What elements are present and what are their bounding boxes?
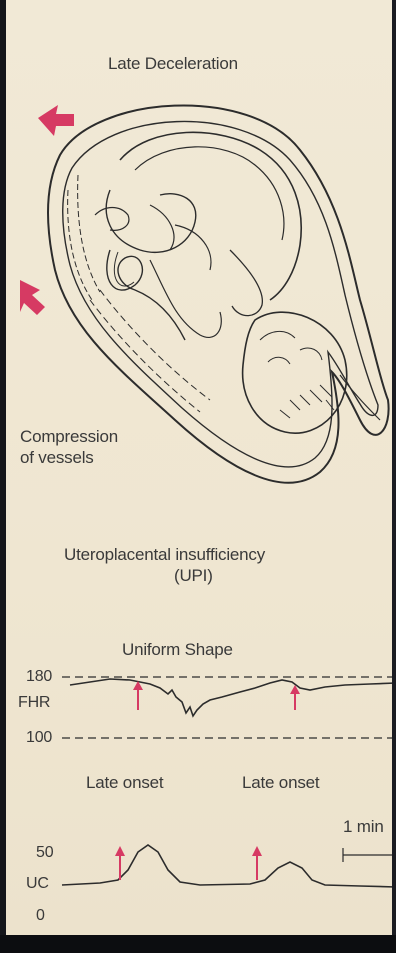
fhr-trace-area: [62, 677, 396, 738]
shape-label: Uniform Shape: [122, 640, 233, 660]
frame-edge-right: [392, 0, 396, 953]
cause-label-line1: Uteroplacental insufficiency: [64, 545, 265, 565]
time-scale-label: 1 min: [343, 817, 384, 837]
uc-trace-line: [62, 845, 396, 887]
cause-label-line2: (UPI): [174, 566, 213, 586]
contraction-arrow-upper: [38, 105, 74, 136]
diagram-title: Late Deceleration: [108, 54, 238, 74]
fhr-axis-label: FHR: [18, 694, 50, 712]
uc-trace-area: [62, 845, 396, 887]
onset-label-1: Late onset: [86, 773, 163, 793]
compression-label-line1: Compression: [20, 427, 118, 447]
fhr-trace-line: [70, 679, 396, 716]
onset-label-2: Late onset: [242, 773, 319, 793]
fhr-top-value: 180: [26, 668, 52, 686]
compression-label-line2: of vessels: [20, 448, 94, 468]
frame-edge-bottom: [0, 935, 396, 953]
uc-axis-label: UC: [26, 875, 49, 893]
uc-bottom-value: 0: [36, 907, 45, 925]
fhr-bottom-value: 100: [26, 729, 52, 747]
contraction-arrow-lower: [20, 280, 45, 315]
uc-top-value: 50: [36, 844, 53, 862]
